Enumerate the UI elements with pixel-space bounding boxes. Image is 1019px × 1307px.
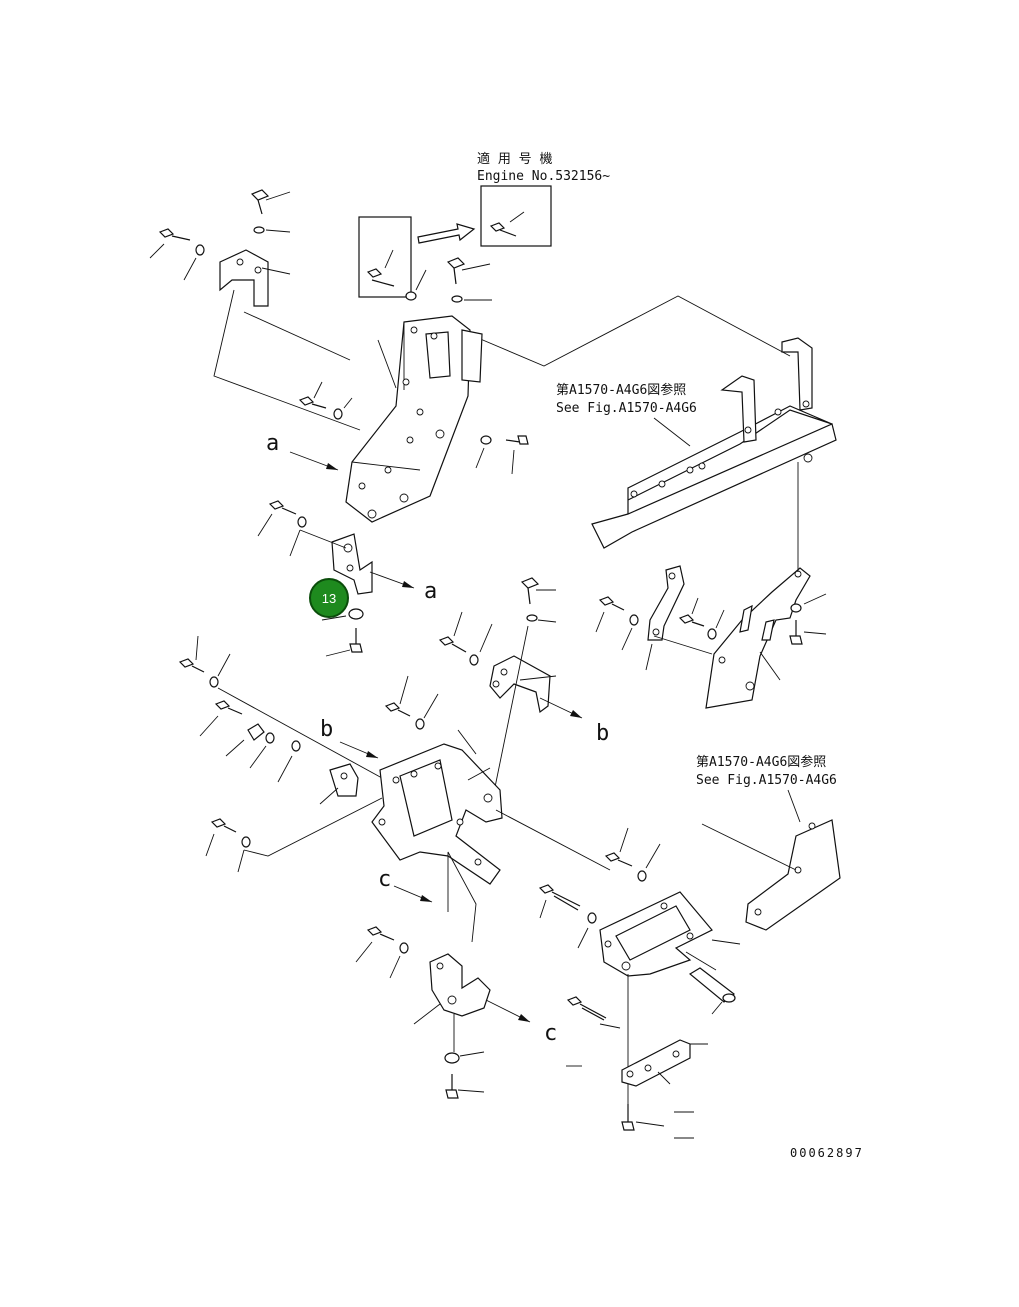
tall-bracket — [345, 315, 483, 523]
bolt-br-bottom — [621, 1104, 665, 1131]
small-lug-left — [319, 763, 359, 805]
applicable-note-jp: 適 用 号 機 — [477, 151, 552, 167]
bolt-clamp — [257, 500, 297, 537]
bolt-tall-right — [505, 435, 529, 475]
washer-left-4 — [237, 836, 251, 873]
new-bolt-box — [480, 185, 552, 247]
reference-note-bottom-en: See Fig.A1570-A4G6 — [696, 773, 837, 788]
washer-upper-2 — [183, 244, 205, 281]
arrow-b-right — [539, 697, 583, 719]
bolt-left-1 — [178, 635, 205, 673]
marker-b-right: b — [596, 721, 609, 746]
assembly-line-mid — [493, 625, 529, 793]
bolt-mid-left — [438, 611, 467, 653]
bottom-center-bracket — [413, 953, 491, 1025]
washer-tall-left — [333, 397, 353, 420]
bolt-left-2 — [199, 700, 243, 737]
bolt-right-1 — [595, 596, 625, 633]
arrow-b-left — [339, 741, 379, 759]
assembly-line-bottom-right — [701, 823, 797, 871]
washer-left-2 — [249, 732, 275, 769]
arrow-c-right — [485, 999, 531, 1023]
washer-br-2 — [577, 912, 597, 949]
marker-c-right: c — [544, 1021, 557, 1046]
assembly-line-left — [213, 289, 361, 431]
bottom-right-bracket — [599, 891, 741, 977]
bolt-right-3 — [789, 620, 827, 645]
bolt-br-long — [538, 884, 581, 919]
bolt-right-2 — [678, 597, 705, 627]
pin-bottom-right — [688, 967, 736, 1015]
nut-clamp — [321, 608, 364, 621]
bar-bracket-bottom — [621, 1039, 708, 1087]
bolt-br-3 — [566, 996, 621, 1029]
bolt-clamp-lower — [325, 628, 363, 657]
old-bolt-box — [358, 216, 412, 298]
side-plate-right — [653, 567, 811, 709]
callout-number[interactable]: 13 — [322, 591, 336, 606]
figure-code: 00062897 — [790, 1146, 864, 1160]
assembly-line-c — [447, 851, 477, 943]
assembly-line-mid-lower — [243, 797, 383, 857]
small-bracket-upper — [219, 249, 291, 307]
bolt-left-3 — [205, 818, 237, 857]
washer-right-1 — [621, 614, 639, 651]
bolt-bottom-center — [445, 1074, 485, 1099]
bolt-mid-b — [384, 675, 411, 717]
washer-mid-top — [526, 614, 557, 623]
washer-top-left — [405, 269, 427, 301]
middle-frame-bracket — [371, 729, 503, 885]
washer-mid-left — [469, 623, 493, 666]
arrow-c-left — [393, 885, 433, 903]
washer-right-3 — [790, 593, 827, 613]
nut-bottom-center — [444, 1051, 485, 1064]
washer-bc-1 — [389, 942, 409, 979]
part-callout-13[interactable]: 13 — [309, 578, 349, 618]
arrow-a-upper — [289, 451, 339, 471]
arrow-a-lower — [369, 571, 415, 589]
bottom-frame-plate — [745, 819, 841, 931]
clip-left — [225, 723, 265, 757]
replacement-arrow-icon — [417, 223, 476, 244]
reference-note-bottom-jp: 第A1570-A4G6図参照 — [696, 754, 826, 770]
marker-c-left: c — [378, 867, 391, 892]
callout-badge[interactable] — [309, 578, 349, 618]
bolt-bc-1 — [355, 926, 395, 963]
washer-top-center — [451, 295, 492, 303]
washer-upper-1 — [253, 226, 291, 234]
washer-right-2 — [707, 609, 725, 640]
bolt-tall-left — [298, 381, 327, 409]
bolt-br-1 — [604, 827, 633, 867]
washer-br-1 — [637, 843, 661, 882]
bolt-upper-1 — [250, 189, 291, 215]
washer-left-1 — [209, 653, 231, 688]
marker-b-left: b — [320, 717, 333, 742]
assembly-line-top — [477, 295, 791, 367]
main-frame-rail — [591, 337, 837, 549]
narrow-plate-right — [645, 565, 685, 671]
washer-mid-b — [415, 693, 439, 730]
marker-a-lower: a — [424, 579, 437, 604]
assembly-line-center — [495, 809, 611, 871]
engine-number-note: Engine No.532156~ — [477, 169, 610, 184]
angle-bracket-mid — [489, 655, 557, 714]
bolt-upper-2 — [149, 228, 191, 259]
washer-left-3 — [277, 740, 301, 783]
assembly-line-left-2 — [243, 311, 351, 361]
reference-note-top-en: See Fig.A1570-A4G6 — [556, 401, 697, 416]
bolt-mid-top — [520, 577, 556, 605]
bolt-top-center — [446, 257, 491, 285]
washer-tall-right — [475, 435, 492, 469]
marker-a-upper: a — [266, 431, 279, 456]
reference-leader-top — [653, 417, 691, 447]
washer-clamp — [289, 516, 307, 557]
clamp-bracket — [299, 529, 373, 595]
reference-note-top-jp: 第A1570-A4G6図参照 — [556, 382, 686, 398]
assembly-line-left-lower — [217, 687, 383, 779]
reference-leader-bottom — [787, 789, 801, 823]
